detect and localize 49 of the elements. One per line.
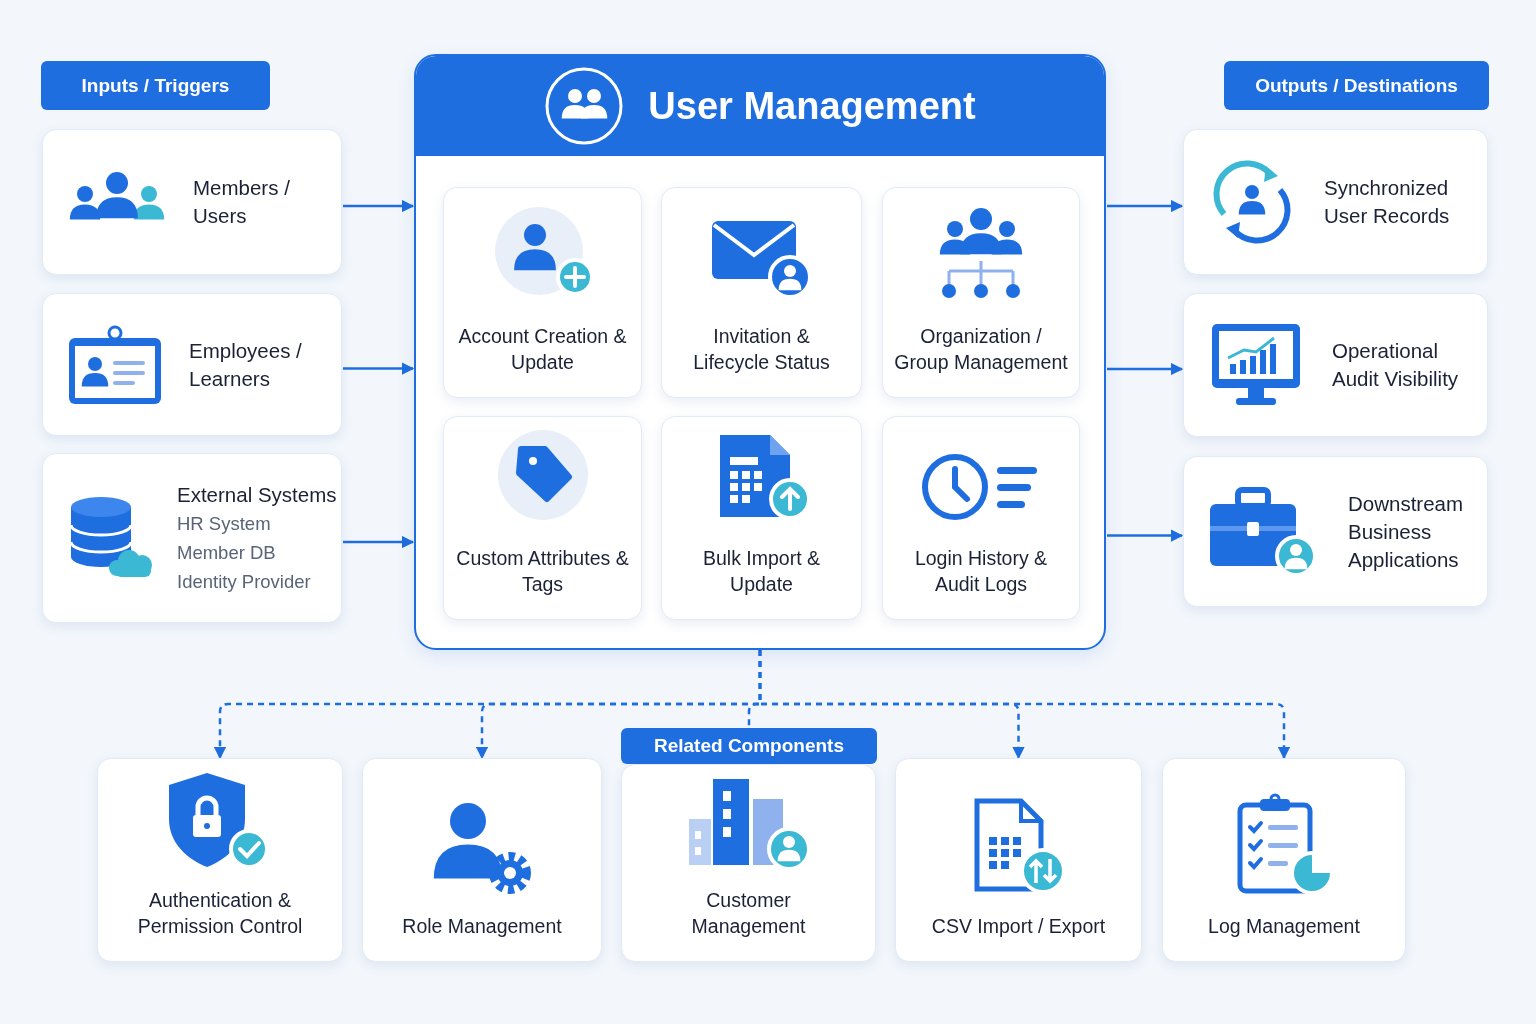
card [661, 187, 862, 398]
card-label: Operational Audit Visibility [1332, 338, 1460, 392]
card-label: Invitation & Lifecycle Status [692, 324, 831, 375]
arrow [1107, 199, 1184, 213]
card [621, 764, 876, 962]
card [42, 129, 342, 275]
card-label: Custom Attributes & Tags [455, 546, 630, 597]
arrow [343, 362, 415, 375]
card-label: Downstream Business Applications [1348, 490, 1465, 573]
arrow [343, 535, 415, 549]
card-label: Synchronized User Records [1324, 175, 1451, 229]
card-label: Login History & Audit Logs [913, 546, 1049, 597]
card [1162, 758, 1406, 962]
card [882, 187, 1080, 398]
card-label: Organization / Group Management [893, 324, 1069, 375]
card [42, 453, 342, 623]
arrow [758, 650, 1291, 760]
card-label: Employees / Learners [189, 337, 303, 392]
card [882, 416, 1080, 620]
card [895, 758, 1142, 962]
section-header: Outputs / Destinations [1224, 61, 1489, 110]
card-label: Account Creation & Update [457, 324, 628, 375]
card-label: Role Management [402, 914, 562, 939]
container-title: User Management [648, 84, 976, 128]
main-container [414, 54, 1106, 650]
card-subtext: Member DB [177, 540, 277, 565]
card [362, 758, 602, 962]
arrow [1107, 529, 1184, 542]
section-header: Related Components [621, 728, 877, 764]
card-subtext: Identity Provider [177, 569, 312, 594]
card [1183, 456, 1488, 607]
card-label: External Systems [177, 481, 337, 508]
card-subtext: HR System [177, 511, 272, 536]
card-label: Members / Users [193, 175, 291, 229]
card-label: CSV Import / Export [931, 914, 1106, 939]
card [443, 416, 642, 620]
card-label: Bulk Import & Update [701, 546, 821, 597]
card [42, 293, 342, 436]
card-label: Log Management [1208, 914, 1360, 939]
card [97, 758, 343, 962]
card [1183, 129, 1488, 275]
arrow [1107, 362, 1184, 376]
card [1183, 293, 1488, 437]
arrow [343, 199, 415, 213]
card-label: Authentication & Permission Control [136, 888, 304, 939]
section-header: Inputs / Triggers [41, 61, 270, 110]
card [661, 416, 862, 620]
card-label: Customer Management [690, 888, 807, 939]
card [443, 187, 642, 398]
